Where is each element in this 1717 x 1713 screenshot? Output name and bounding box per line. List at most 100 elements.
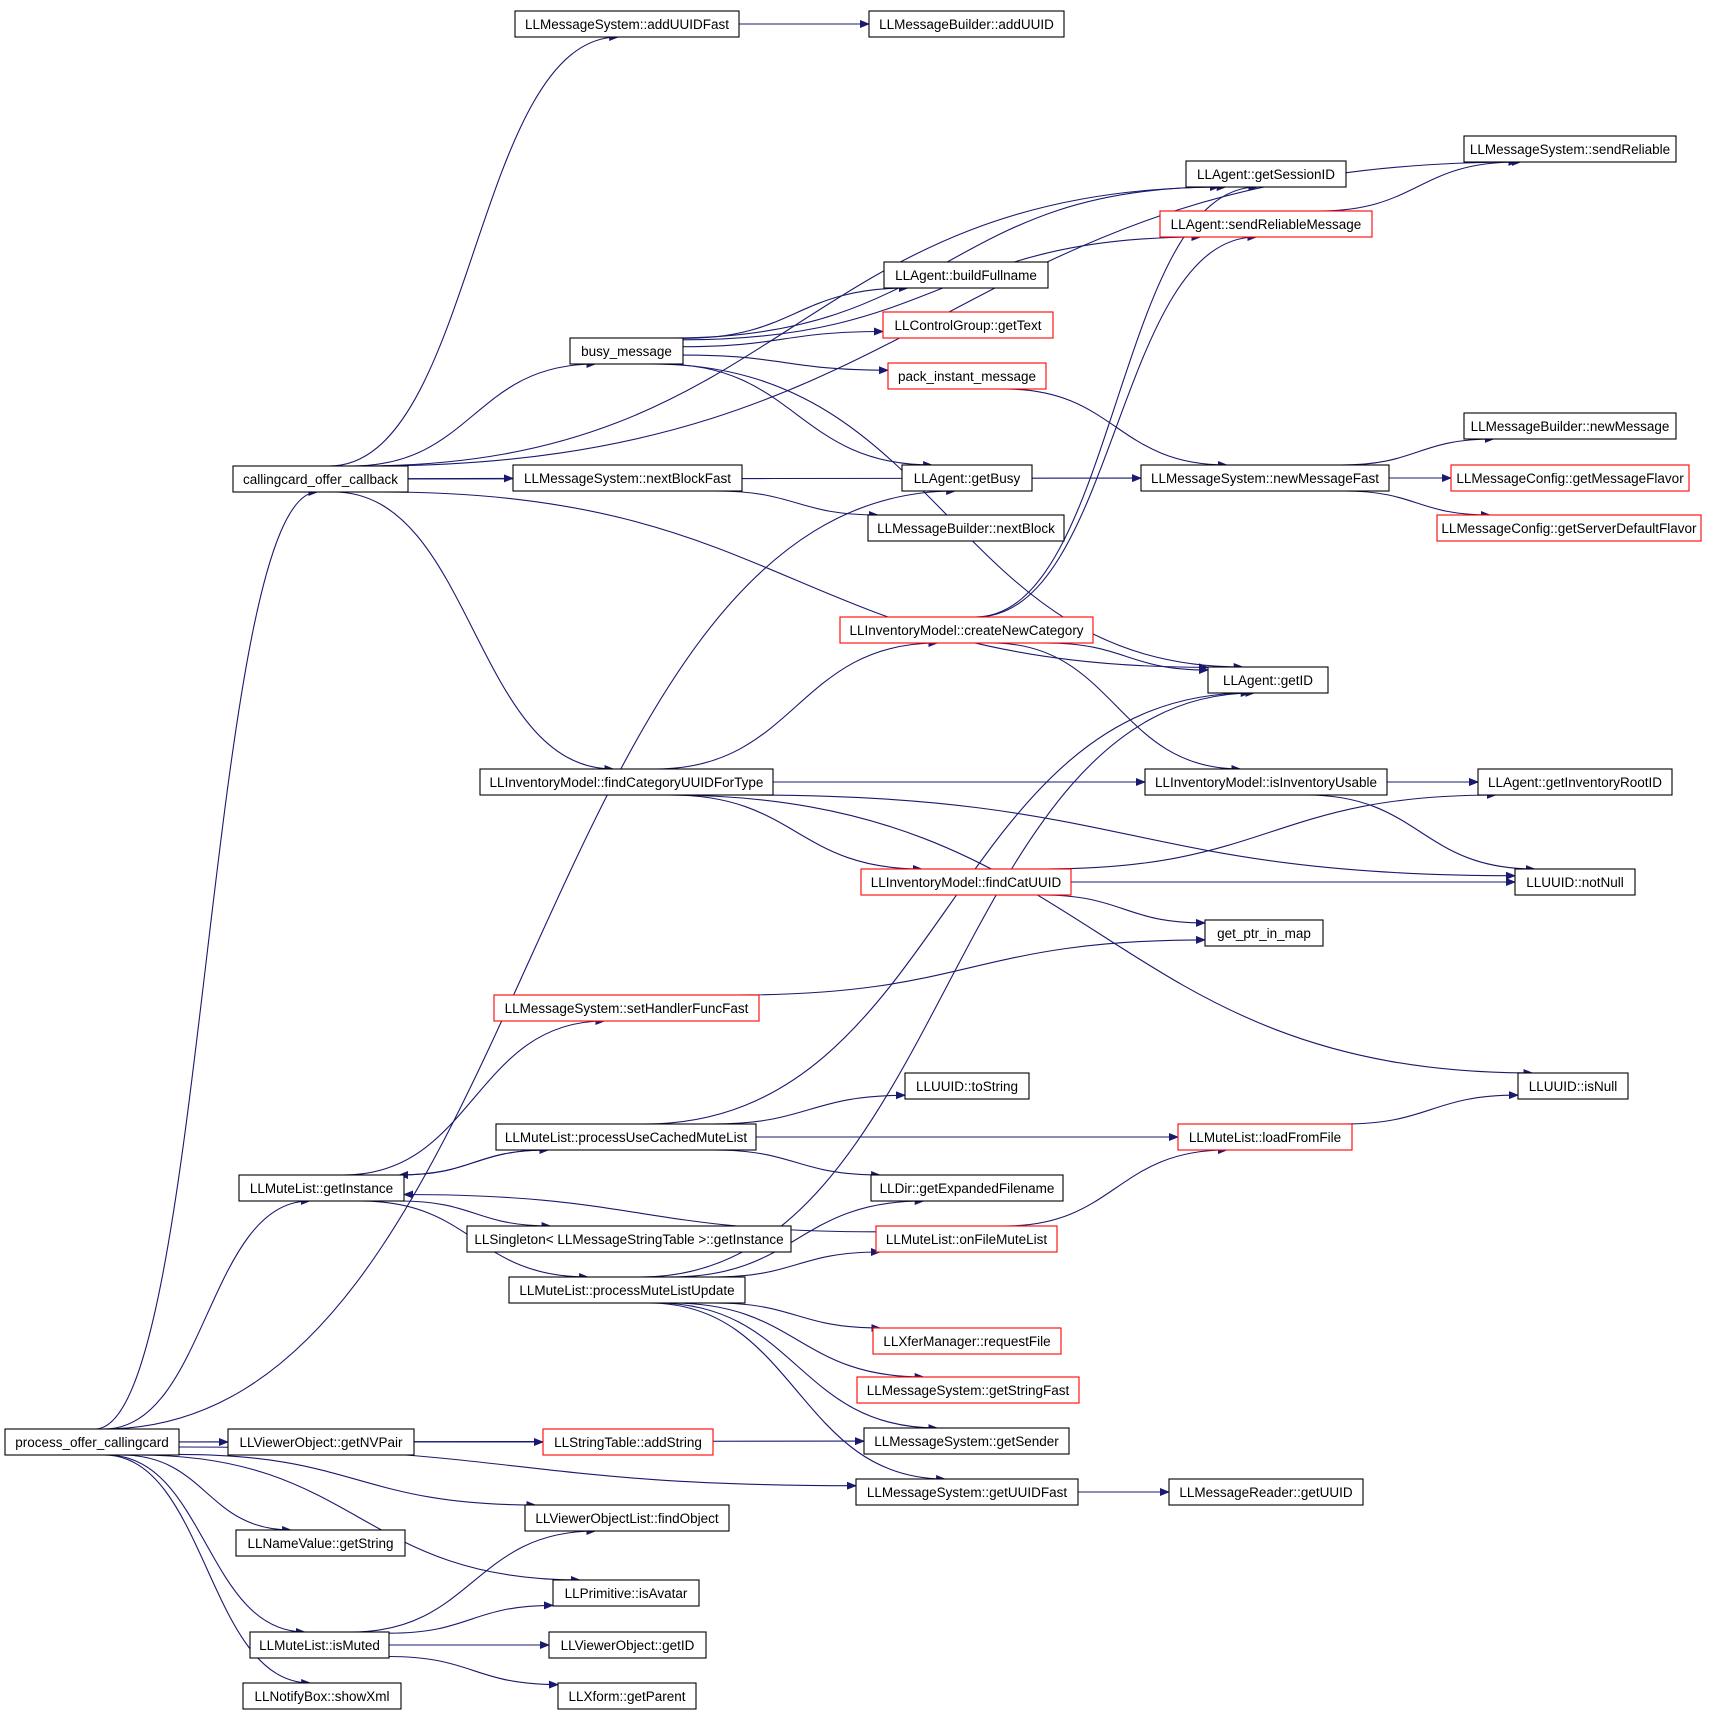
- edge-procUseCached-to-muteGetInstance: [398, 1149, 549, 1179]
- node-busy[interactable]: busy_message: [569, 337, 684, 365]
- edge-createNewCategory-to-isInventoryUsable: [992, 642, 1242, 773]
- node-label: LLMessageSystem::getStringFast: [867, 1383, 1070, 1398]
- node-label: LLInventoryModel::isInventoryUsable: [1155, 775, 1377, 790]
- edge-procMuteUpdate-to-getExpandedFilename: [670, 1197, 925, 1278]
- node-onFileMuteList[interactable]: LLMuteList::onFileMuteList: [875, 1225, 1058, 1253]
- node-addString[interactable]: LLStringTable::addString: [542, 1428, 714, 1456]
- node-getSessionID[interactable]: LLAgent::getSessionID: [1185, 160, 1347, 188]
- node-setHandlerFuncFast[interactable]: LLMessageSystem::setHandlerFuncFast: [493, 994, 760, 1022]
- node-box: [875, 1225, 1058, 1253]
- node-box: [1159, 210, 1373, 238]
- edge-newMessageFast-to-newMessage: [1341, 435, 1495, 466]
- node-box: [232, 465, 409, 493]
- node-getText[interactable]: LLControlGroup::getText: [882, 311, 1054, 339]
- node-label: callingcard_offer_callback: [243, 472, 398, 487]
- edge-sendReliableMessage-to-sendReliable: [1318, 158, 1519, 212]
- edge-loadFromFile-to-isNull: [1343, 1091, 1519, 1125]
- node-findCatUUID[interactable]: LLInventoryModel::findCatUUID: [860, 868, 1072, 896]
- node-addUUIDFast[interactable]: LLMessageSystem::addUUIDFast: [514, 10, 740, 38]
- node-getExpandedFilename[interactable]: LLDir::getExpandedFilename: [870, 1174, 1064, 1202]
- edge-root-to-cb: [95, 488, 319, 1430]
- node-label: LLMessageConfig::getMessageFlavor: [1456, 471, 1684, 486]
- node-createNewCategory[interactable]: LLInventoryModel::createNewCategory: [839, 616, 1094, 644]
- node-box: [238, 1174, 405, 1202]
- node-isMuted[interactable]: LLMuteList::isMuted: [249, 1631, 390, 1659]
- node-xformGetParent[interactable]: LLXform::getParent: [557, 1682, 697, 1710]
- node-getUUIDFast[interactable]: LLMessageSystem::getUUIDFast: [855, 1478, 1079, 1506]
- node-label: LLMessageSystem::newMessageFast: [1151, 471, 1379, 486]
- edge-busy-to-getBusy: [661, 363, 934, 469]
- node-label: LLMuteList::isMuted: [259, 1638, 380, 1653]
- node-isAvatar[interactable]: LLPrimitive::isAvatar: [552, 1579, 700, 1607]
- edge-isMuted-to-findObject: [350, 1527, 597, 1633]
- node-label: LLSingleton< LLMessageStringTable >::get…: [474, 1232, 783, 1247]
- node-voGetID[interactable]: LLViewerObject::getID: [548, 1631, 707, 1659]
- node-nvGetString[interactable]: LLNameValue::getString: [235, 1529, 406, 1557]
- edge-isMuted-to-isAvatar: [388, 1601, 554, 1634]
- node-box: [1185, 160, 1347, 188]
- node-getStringFast[interactable]: LLMessageSystem::getStringFast: [856, 1376, 1080, 1404]
- node-getBusy[interactable]: LLAgent::getBusy: [901, 464, 1033, 492]
- node-label: LLUUID::notNull: [1526, 875, 1624, 890]
- node-sendReliableMessage[interactable]: LLAgent::sendReliableMessage: [1159, 210, 1373, 238]
- node-box: [508, 1276, 746, 1304]
- node-label: LLMessageReader::getUUID: [1179, 1485, 1353, 1500]
- edge-root-to-nvGetString: [121, 1454, 293, 1534]
- node-nextBlock[interactable]: LLMessageBuilder::nextBlock: [867, 514, 1065, 542]
- node-box: [4, 1428, 180, 1456]
- node-muteGetInstance[interactable]: LLMuteList::getInstance: [238, 1174, 405, 1202]
- node-box: [855, 1478, 1079, 1506]
- node-getID[interactable]: LLAgent::getID: [1207, 666, 1329, 694]
- node-label: LLMessageSystem::nextBlockFast: [524, 471, 731, 486]
- node-getMessageFlavor[interactable]: LLMessageConfig::getMessageFlavor: [1450, 464, 1690, 492]
- node-newMessageFast[interactable]: LLMessageSystem::newMessageFast: [1140, 464, 1390, 492]
- edge-createNewCategory-to-sendReliableMessage: [976, 233, 1258, 618]
- node-box: [1177, 1123, 1353, 1151]
- node-label: LLXform::getParent: [568, 1689, 685, 1704]
- node-label: LLViewerObject::getNVPair: [239, 1435, 403, 1450]
- node-label: LLAgent::getID: [1223, 673, 1313, 688]
- node-findObject[interactable]: LLViewerObjectList::findObject: [524, 1504, 730, 1532]
- edge-nextBlockFast-to-nextBlock: [715, 490, 879, 519]
- edge-createNewCategory-to-getSessionID: [974, 183, 1259, 618]
- node-getServerDefaultFlavor[interactable]: LLMessageConfig::getServerDefaultFlavor: [1436, 514, 1702, 542]
- node-newMessage[interactable]: LLMessageBuilder::newMessage: [1463, 412, 1677, 440]
- node-getNVPair[interactable]: LLViewerObject::getNVPair: [227, 1428, 415, 1456]
- node-isNull[interactable]: LLUUID::isNull: [1517, 1072, 1629, 1100]
- node-showXml[interactable]: LLNotifyBox::showXml: [242, 1682, 402, 1710]
- node-box: [904, 1072, 1030, 1100]
- node-nextBlockFast[interactable]: LLMessageSystem::nextBlockFast: [512, 464, 743, 492]
- node-box: [868, 10, 1065, 38]
- node-label: LLAgent::getBusy: [914, 471, 1021, 486]
- node-packIM[interactable]: pack_instant_message: [887, 362, 1047, 390]
- node-cb[interactable]: callingcard_offer_callback: [232, 465, 409, 493]
- node-getInventoryRootID[interactable]: LLAgent::getInventoryRootID: [1477, 768, 1673, 796]
- node-requestFile[interactable]: LLXferManager::requestFile: [872, 1327, 1062, 1355]
- node-getSender[interactable]: LLMessageSystem::getSender: [863, 1427, 1070, 1455]
- node-buildFullname[interactable]: LLAgent::buildFullname: [883, 261, 1049, 289]
- node-isInventoryUsable[interactable]: LLInventoryModel::isInventoryUsable: [1144, 768, 1388, 796]
- node-procMuteUpdate[interactable]: LLMuteList::processMuteListUpdate: [508, 1276, 746, 1304]
- node-loadFromFile[interactable]: LLMuteList::loadFromFile: [1177, 1123, 1353, 1151]
- edge-newMessageFast-to-getServerDefaultFlavor: [1343, 490, 1491, 519]
- node-readerGetUUID[interactable]: LLMessageReader::getUUID: [1168, 1478, 1364, 1506]
- node-notNull[interactable]: LLUUID::notNull: [1514, 868, 1636, 896]
- node-label: LLNameValue::getString: [247, 1536, 393, 1551]
- edge-findCatUUIDForType-to-findCatUUID: [670, 794, 923, 873]
- node-getPtrInMap[interactable]: get_ptr_in_map: [1204, 919, 1324, 947]
- node-toString[interactable]: LLUUID::toString: [904, 1072, 1030, 1100]
- node-label: LLMuteList::processUseCachedMuteList: [505, 1130, 748, 1145]
- node-label: LLAgent::buildFullname: [895, 268, 1037, 283]
- node-addUUID[interactable]: LLMessageBuilder::addUUID: [868, 10, 1065, 38]
- node-box: [1144, 768, 1388, 796]
- node-box: [227, 1428, 415, 1456]
- node-label: LLMessageSystem::sendReliable: [1470, 142, 1670, 157]
- edge-procUseCached-to-toString: [712, 1091, 906, 1125]
- node-singletonGetInstance[interactable]: LLSingleton< LLMessageStringTable >::get…: [466, 1225, 792, 1253]
- node-box: [860, 868, 1072, 896]
- edge-createNewCategory-to-getID: [1044, 642, 1209, 674]
- node-findCatUUIDForType[interactable]: LLInventoryModel::findCategoryUUIDForTyp…: [479, 768, 774, 796]
- node-sendReliable[interactable]: LLMessageSystem::sendReliable: [1463, 135, 1677, 163]
- node-procUseCached[interactable]: LLMuteList::processUseCachedMuteList: [495, 1123, 757, 1151]
- node-root[interactable]: process_offer_callingcard: [4, 1428, 180, 1456]
